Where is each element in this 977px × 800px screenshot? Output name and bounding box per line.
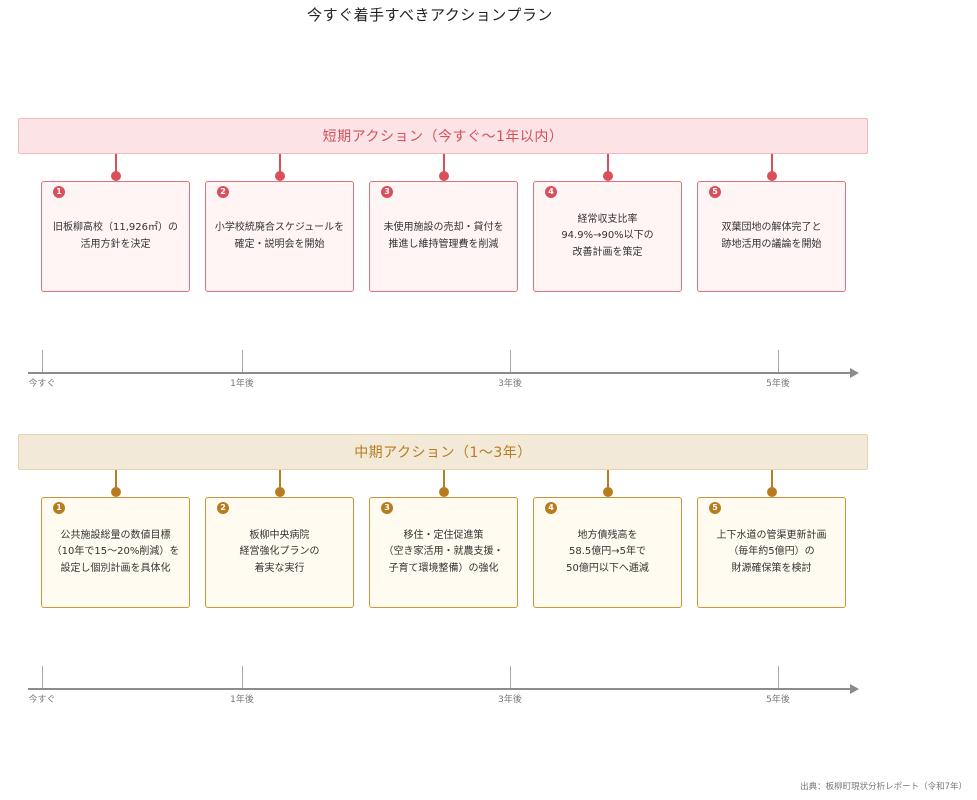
connector-line — [607, 154, 609, 174]
axis-arrow-icon — [850, 368, 859, 378]
card-number: 1 — [53, 502, 65, 514]
card-text: 小学校統廃合スケジュールを 確定・説明会を開始 — [214, 222, 345, 250]
action-card: 5 双葉団地の解体完了と 跡地活用の議論を開始 — [697, 181, 846, 292]
action-card: 2 板柳中央病院 経営強化プランの 着実な実行 — [205, 497, 354, 608]
axis-line — [28, 688, 850, 690]
connector-line — [279, 470, 281, 490]
card-number: 1 — [53, 186, 65, 198]
page-title: 今すぐ着手すべきアクションプラン — [307, 6, 553, 24]
card-text: 未使用施設の売却・貸付を 推進し維持管理費を削減 — [383, 222, 504, 250]
action-card: 1 公共施設総量の数値目標 （10年で15〜20%削減）を 設定し個別計画を具体… — [41, 497, 190, 608]
timeline-axis: 今すぐ 1年後 3年後 5年後 — [28, 666, 859, 716]
card-number: 5 — [709, 502, 721, 514]
axis-tick — [42, 666, 43, 688]
card-text: 経常収支比率 94.9%→90%以下の 改善計画を策定 — [561, 213, 654, 258]
connector-dot — [439, 487, 449, 497]
tick-label: 3年後 — [498, 379, 522, 389]
axis-tick — [242, 350, 243, 372]
card-number: 3 — [381, 186, 393, 198]
connector-line — [771, 154, 773, 174]
card-text: 双葉団地の解体完了と 跡地活用の議論を開始 — [721, 222, 822, 250]
connector-line — [279, 154, 281, 174]
axis-tick — [242, 666, 243, 688]
timeline-axis: 今すぐ 1年後 3年後 5年後 — [28, 350, 859, 400]
action-card: 1 旧板柳高校（11,926㎡）の 活用方針を決定 — [41, 181, 190, 292]
card-number: 2 — [217, 186, 229, 198]
connector-dot — [767, 487, 777, 497]
connector-line — [115, 154, 117, 174]
card-text: 地方債残高を 58.5億円→5年で 50億円以下へ逓減 — [566, 529, 649, 574]
card-text: 上下水道の管渠更新計画 （毎年約5億円）の 財源確保策を検討 — [716, 529, 827, 574]
connector-line — [607, 470, 609, 490]
axis-arrow-icon — [850, 684, 859, 694]
card-number: 4 — [545, 186, 557, 198]
tick-label: 3年後 — [498, 695, 522, 705]
connector-dot — [111, 487, 121, 497]
action-card: 3 移住・定住促進策 （空き家活用・就農支援・ 子育て環境整備）の強化 — [369, 497, 518, 608]
connector-line — [443, 154, 445, 174]
axis-line — [28, 372, 850, 374]
source-note: 出典：板柳町現状分析レポート（令和7年） — [800, 782, 967, 792]
connector-line — [771, 470, 773, 490]
action-card: 2 小学校統廃合スケジュールを 確定・説明会を開始 — [205, 181, 354, 292]
tick-label: 今すぐ — [28, 695, 56, 705]
axis-tick — [42, 350, 43, 372]
mid-term-section: 中期アクション（1〜3年） 1 公共施設総量の数値目標 （10年で15〜20%削… — [0, 434, 977, 734]
connector-dot — [603, 171, 613, 181]
short-term-banner: 短期アクション（今すぐ〜1年以内） — [18, 118, 868, 154]
axis-tick — [778, 666, 779, 688]
connector-line — [115, 470, 117, 490]
tick-label: 1年後 — [230, 379, 254, 389]
connector-dot — [439, 171, 449, 181]
card-text: 公共施設総量の数値目標 （10年で15〜20%削減）を 設定し個別計画を具体化 — [51, 529, 180, 574]
connector-dot — [767, 171, 777, 181]
action-card: 4 経常収支比率 94.9%→90%以下の 改善計画を策定 — [533, 181, 682, 292]
tick-label: 今すぐ — [28, 379, 56, 389]
mid-term-banner: 中期アクション（1〜3年） — [18, 434, 868, 470]
tick-label: 5年後 — [766, 695, 790, 705]
action-card: 4 地方債残高を 58.5億円→5年で 50億円以下へ逓減 — [533, 497, 682, 608]
axis-tick — [510, 350, 511, 372]
card-text: 旧板柳高校（11,926㎡）の 活用方針を決定 — [53, 222, 178, 250]
connector-line — [443, 470, 445, 490]
connector-dot — [111, 171, 121, 181]
action-card: 5 上下水道の管渠更新計画 （毎年約5億円）の 財源確保策を検討 — [697, 497, 846, 608]
card-number: 5 — [709, 186, 721, 198]
tick-label: 1年後 — [230, 695, 254, 705]
card-number: 2 — [217, 502, 229, 514]
tick-label: 5年後 — [766, 379, 790, 389]
card-number: 3 — [381, 502, 393, 514]
card-text: 移住・定住促進策 （空き家活用・就農支援・ 子育て環境整備）の強化 — [383, 529, 504, 574]
card-number: 4 — [545, 502, 557, 514]
connector-dot — [275, 487, 285, 497]
connector-dot — [603, 487, 613, 497]
short-term-section: 短期アクション（今すぐ〜1年以内） 1 旧板柳高校（11,926㎡）の 活用方針… — [0, 118, 977, 418]
card-text: 板柳中央病院 経営強化プランの 着実な実行 — [239, 529, 320, 574]
connector-dot — [275, 171, 285, 181]
axis-tick — [510, 666, 511, 688]
action-card: 3 未使用施設の売却・貸付を 推進し維持管理費を削減 — [369, 181, 518, 292]
axis-tick — [778, 350, 779, 372]
